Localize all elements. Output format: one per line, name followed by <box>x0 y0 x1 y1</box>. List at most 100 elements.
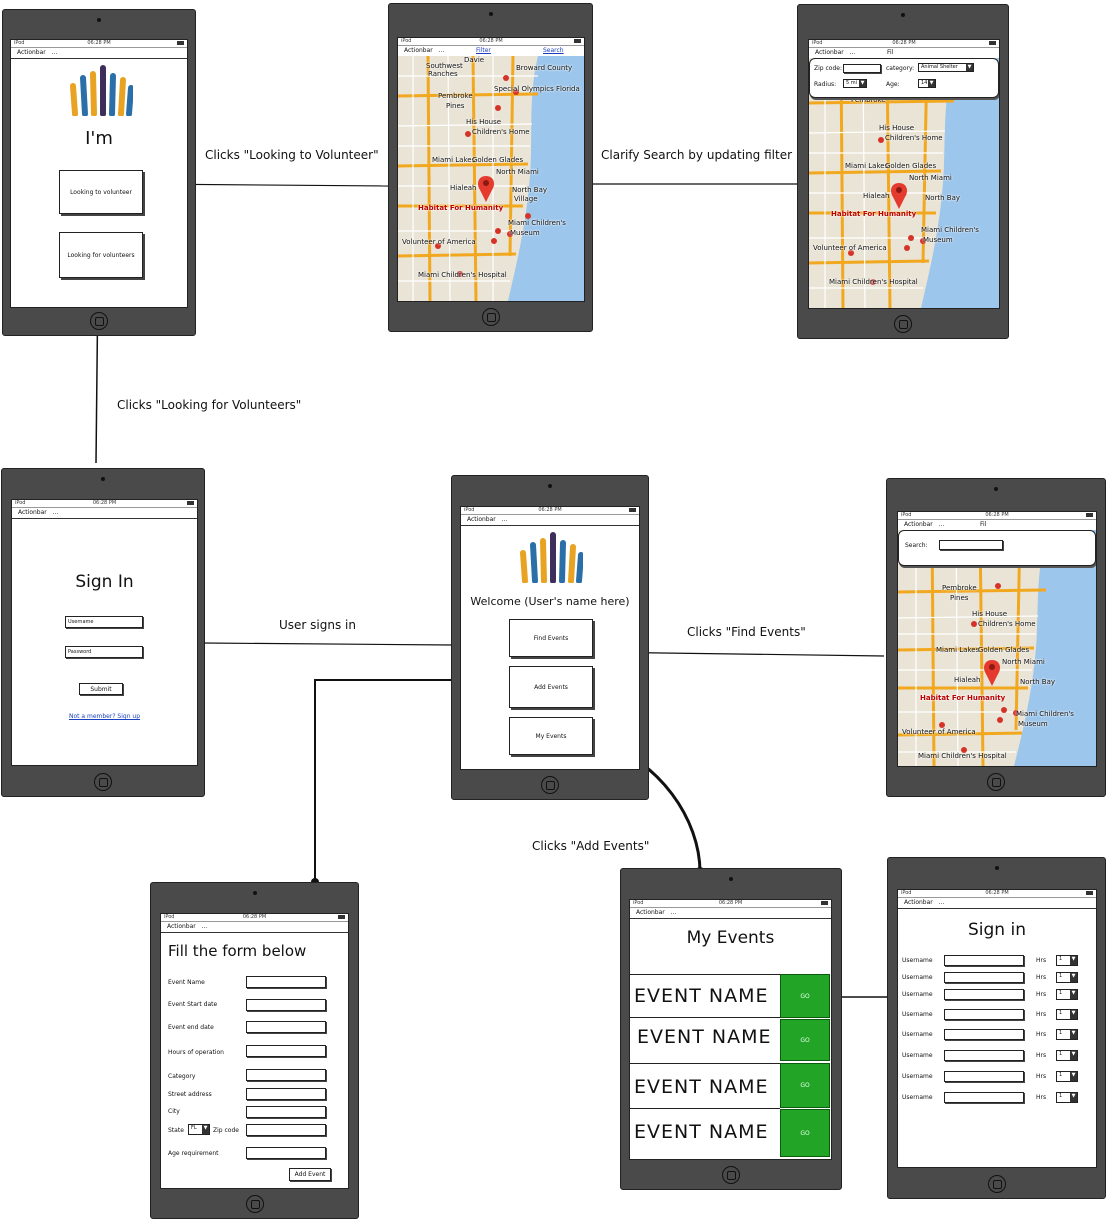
search-link[interactable]: Search <box>543 47 564 54</box>
hrs-dropdown[interactable]: 1▼ <box>1056 989 1078 1000</box>
home-button-icon[interactable] <box>894 315 912 333</box>
home-button-icon[interactable] <box>481 308 500 326</box>
map-label-volunteer-america: Volunteer of America <box>402 238 476 246</box>
zip-field[interactable] <box>246 1124 326 1136</box>
submit-button[interactable]: Submit <box>79 683 123 695</box>
map-label-north-bay: North Bay <box>925 194 961 202</box>
username-label: Username <box>902 957 933 964</box>
hrs-dropdown[interactable]: 1▼ <box>1056 1050 1078 1061</box>
looking-to-volunteer-button[interactable]: Looking to volunteer <box>59 170 143 214</box>
username-field[interactable] <box>944 1009 1024 1020</box>
map-label-volunteer-america: Volunteer of America <box>813 244 887 252</box>
street-label: Street address <box>168 1091 212 1098</box>
filter-popup: Zip code: category: Animal Shelter▼ Radi… <box>809 58 999 98</box>
home-button-icon[interactable] <box>90 312 108 330</box>
hrs-dropdown[interactable]: 1▼ <box>1056 1009 1078 1020</box>
home-button-icon[interactable] <box>541 776 559 794</box>
hours-field[interactable] <box>246 1045 326 1057</box>
hrs-dropdown[interactable]: 1▼ <box>1056 955 1078 966</box>
map-view[interactable]: Pembroke Pines His House Children's Home… <box>898 530 1096 766</box>
actionbar[interactable]: Actionbar... <box>630 908 831 919</box>
username-label: Username <box>902 1052 933 1059</box>
home-button-icon[interactable] <box>722 1166 740 1184</box>
event-name-field[interactable] <box>246 976 326 988</box>
go-button-4[interactable]: GO <box>780 1109 830 1157</box>
actionbar[interactable]: Actionbar... <box>11 48 187 59</box>
signup-link[interactable]: Not a member? Sign up <box>68 713 141 720</box>
go-button-2[interactable]: GO <box>780 1019 830 1061</box>
hrs-dropdown[interactable]: 1▼ <box>1056 1092 1078 1103</box>
actionbar[interactable]: Actionbar... <box>12 508 197 519</box>
username-field[interactable] <box>944 1071 1024 1082</box>
add-event-button[interactable]: Add Event <box>289 1168 331 1181</box>
map-view[interactable]: Pembroke His House Children's Home Miami… <box>809 58 999 308</box>
home-button-icon[interactable] <box>987 1175 1006 1193</box>
end-date-field[interactable] <box>246 1021 326 1033</box>
map-label-golden-glades: Golden Glades <box>885 162 937 170</box>
camera-dot <box>994 487 998 491</box>
password-field[interactable]: Password <box>65 646 143 658</box>
event-name-2: EVENT NAME <box>637 1026 772 1048</box>
find-events-button[interactable]: Find Events <box>509 619 593 657</box>
username-field[interactable] <box>944 989 1024 1000</box>
looking-for-volunteers-button[interactable]: Looking for volunteers <box>59 232 143 278</box>
filter-tab[interactable]: Fil <box>887 49 894 56</box>
map-label-north-miami: North Miami <box>1002 658 1045 666</box>
search-field[interactable] <box>939 540 1003 550</box>
chevron-down-icon: ▼ <box>1070 1030 1077 1039</box>
map-label-hialeah: Hialeah <box>450 184 477 192</box>
event-name-1: EVENT NAME <box>634 985 769 1007</box>
actionbar[interactable]: Actionbar... <box>461 515 639 526</box>
hrs-dropdown[interactable]: 1▼ <box>1056 1029 1078 1040</box>
map-label-miami-lakes: Miami Lakes <box>432 156 476 164</box>
map-view[interactable]: Davie Broward County Special Olympics Fl… <box>398 56 584 301</box>
map-label-pembroke: Pembroke <box>942 584 977 592</box>
username-field[interactable]: Username <box>65 616 143 628</box>
username-field[interactable] <box>944 1050 1024 1061</box>
street-field[interactable] <box>246 1088 326 1100</box>
hrs-dropdown[interactable]: 1▼ <box>1056 1071 1078 1082</box>
username-field[interactable] <box>944 955 1024 966</box>
category-dropdown[interactable]: Animal Shelter▼ <box>918 63 974 72</box>
map-graphic <box>898 530 1096 766</box>
home-button-icon[interactable] <box>94 773 112 791</box>
age-dropdown[interactable]: 14▼ <box>918 79 936 88</box>
category-field[interactable] <box>246 1069 326 1081</box>
username-field[interactable] <box>944 972 1024 983</box>
my-events-button[interactable]: My Events <box>509 717 593 755</box>
radius-dropdown[interactable]: 5 mi▼ <box>843 79 867 88</box>
age-field[interactable] <box>246 1147 326 1159</box>
filter-tab[interactable]: Fil <box>980 521 987 528</box>
event-divider <box>630 1017 780 1018</box>
zip-field[interactable] <box>843 64 881 73</box>
go-button-3[interactable]: GO <box>780 1063 830 1108</box>
username-label: Username <box>902 974 933 981</box>
state-dropdown[interactable]: FL▼ <box>188 1124 210 1135</box>
map-label-hialeah: Hialeah <box>954 676 981 684</box>
hrs-dropdown[interactable]: 1▼ <box>1056 972 1078 983</box>
filter-link[interactable]: Filter <box>476 47 491 54</box>
hrs-value: 1 <box>1059 1030 1063 1036</box>
username-field[interactable] <box>944 1092 1024 1103</box>
hrs-value: 1 <box>1059 1051 1063 1057</box>
city-field[interactable] <box>246 1106 326 1118</box>
hrs-label: Hrs <box>1036 991 1047 998</box>
actionbar[interactable]: Actionbar... <box>898 898 1096 909</box>
home-button-icon[interactable] <box>245 1195 264 1213</box>
start-date-field[interactable] <box>246 999 326 1011</box>
actionbar[interactable]: Actionbar... <box>161 922 348 933</box>
username-field[interactable] <box>944 1029 1024 1040</box>
home-button-icon[interactable] <box>987 773 1005 791</box>
add-events-button[interactable]: Add Events <box>509 666 593 708</box>
volunteer-hands-logo <box>70 65 133 116</box>
form-title: Fill the form below <box>168 942 307 960</box>
go-button-1[interactable]: GO <box>780 974 830 1018</box>
